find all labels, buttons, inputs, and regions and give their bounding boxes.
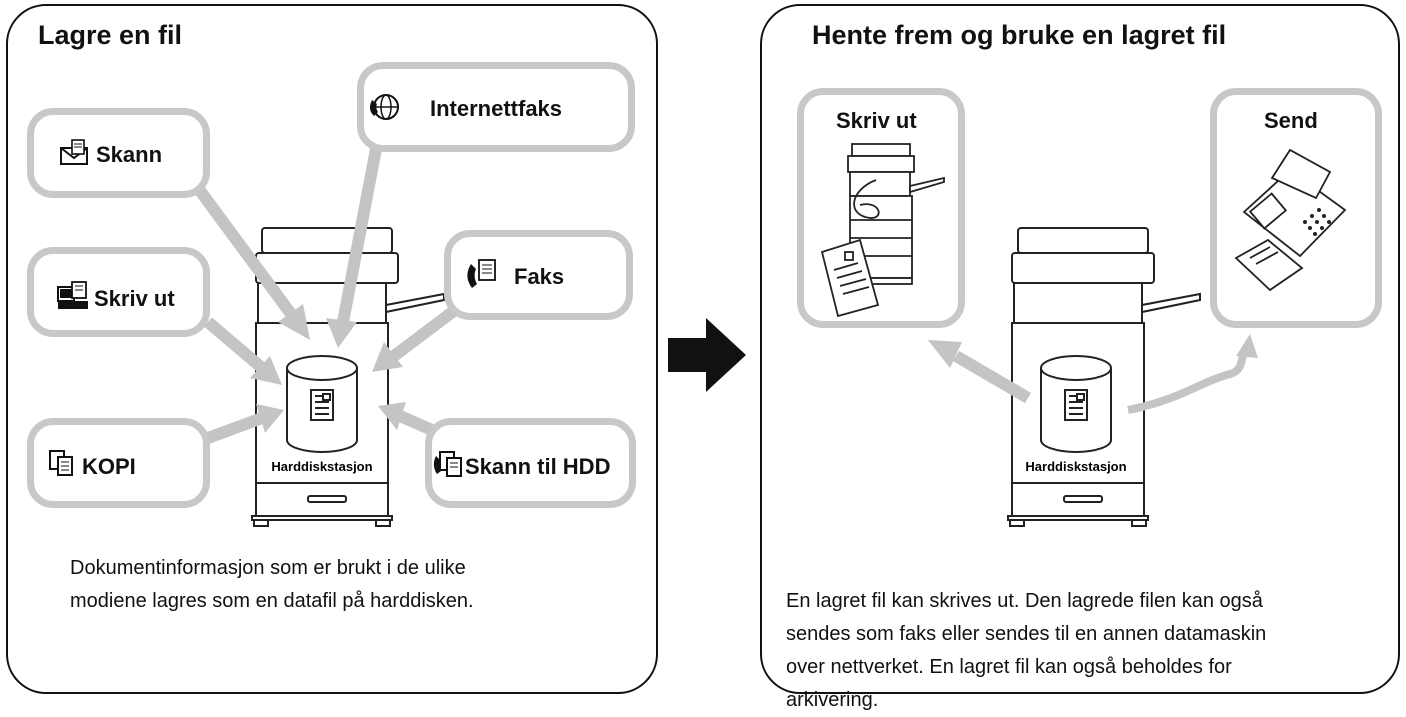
- print-output-label: Skriv ut: [836, 108, 917, 133]
- left-description-line: modiene lagres som en datafil på harddis…: [70, 590, 474, 612]
- send-output-box: [1210, 88, 1382, 328]
- right-panel-title: Hente frem og bruke en lagret fil: [812, 20, 1227, 50]
- scan-to-hdd-icon: [433, 451, 462, 477]
- output-arrows: [928, 334, 1258, 414]
- right-description-line: over nettverket. En lagret fil kan også …: [786, 656, 1232, 678]
- flow-arrows: [193, 126, 459, 444]
- right-hdd-label: Harddiskstasjon: [1025, 459, 1126, 474]
- copy-label: KOPI: [82, 454, 136, 479]
- send-output-label: Send: [1264, 108, 1318, 133]
- fax-label: Faks: [514, 264, 565, 289]
- hdd-cylinder: [286, 355, 358, 453]
- scan-source-box: [27, 108, 210, 198]
- printout-machine: [820, 143, 945, 318]
- printer-icon: [57, 281, 88, 309]
- left-description: Dokumentinformasjon som er brukt i de ul…: [70, 552, 474, 618]
- right-hdd-cylinder: [1040, 355, 1112, 453]
- right-description-line: sendes som faks eller sendes til en anne…: [786, 623, 1267, 645]
- left-description-line: Dokumentinformasjon som er brukt i de ul…: [70, 557, 466, 579]
- scan-to-hdd-label: Skann til HDD: [465, 454, 611, 479]
- fax-icon: [467, 259, 496, 288]
- internet-fax-icon: [369, 94, 399, 120]
- main-transition-arrow: [668, 318, 746, 392]
- copy-icon: [49, 450, 73, 476]
- fax-source-box: [444, 230, 633, 320]
- left-hdd-label: Harddiskstasjon: [271, 459, 372, 474]
- right-description-line: arkivering.: [786, 689, 879, 711]
- internet-fax-source-box: [357, 62, 635, 152]
- print-source-box: [27, 247, 210, 337]
- left-mfp-illustration: Harddiskstasjon: [193, 126, 459, 527]
- right-mfp-illustration: Harddiskstasjon: [820, 143, 1347, 527]
- fax-machine: [1234, 148, 1347, 292]
- right-description: En lagret fil kan skrives ut. Den lagred…: [786, 585, 1266, 717]
- internet-fax-label: Internettfaks: [430, 96, 563, 121]
- left-panel-title: Lagre en fil: [38, 20, 183, 50]
- print-label: Skriv ut: [94, 286, 175, 311]
- scan-icon: [60, 139, 88, 165]
- right-description-line: En lagret fil kan skrives ut. Den lagred…: [786, 590, 1263, 612]
- scan-label: Skann: [96, 142, 163, 167]
